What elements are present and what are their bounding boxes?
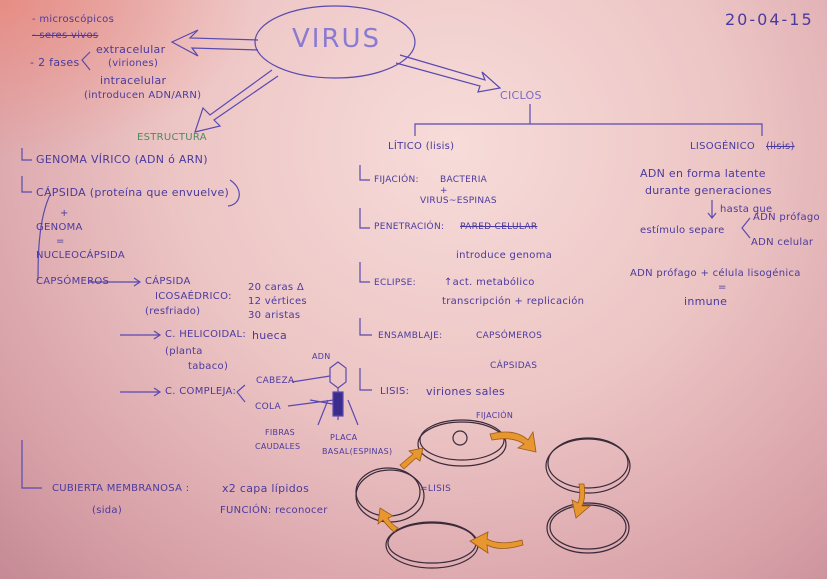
- envelope-label: CUBIERTA MEMBRANOSA :: [52, 483, 190, 494]
- cycles-title: CICLOS: [500, 89, 542, 102]
- phase-intracellular: intracelular: [100, 74, 167, 87]
- feature-item: - microscópicos: [32, 14, 115, 25]
- lytic-step-sub: +: [440, 186, 448, 196]
- equals-sign: =: [56, 236, 65, 247]
- lytic-connectors: [359, 165, 372, 391]
- structure-genome2: GENOMA: [36, 222, 83, 233]
- icosa-faces: 20 caras Δ: [248, 282, 304, 293]
- center-title: VIRUS: [292, 24, 382, 54]
- helical-note1: (planta: [165, 346, 203, 357]
- complex-fibers2: CAUDALES: [255, 442, 301, 451]
- envelope-connector: [21, 440, 42, 489]
- feature-item: - seres vivos: [32, 30, 99, 41]
- icosa-l1: CÁPSIDA: [145, 276, 191, 287]
- complex-head: CABEZA: [256, 376, 295, 386]
- phase-extracellular-note: (viriones): [108, 58, 159, 69]
- complex-plate2: BASAL(ESPINAS): [322, 447, 393, 456]
- lytic-step-label: FIJACIÓN:: [374, 175, 419, 185]
- envelope-value2: FUNCIÓN: reconocer: [220, 505, 328, 516]
- lysogenic-crossed: (lisis): [766, 141, 795, 152]
- lysogenic-equals: =: [718, 282, 727, 293]
- structure-capsid: CÁPSIDA (proteína que envuelve): [36, 186, 230, 199]
- lytic-step-text: CAPSÓMEROS: [476, 331, 543, 341]
- lytic-step-sub: introduce genoma: [456, 250, 553, 261]
- lysogenic-branch1: ADN prófago: [753, 212, 820, 223]
- lysogenic-branch2: ADN celular: [751, 237, 814, 248]
- lytic-step-text: PARED CELULAR: [460, 222, 538, 232]
- virus-ellipse: [254, 5, 416, 79]
- complex-dna: ADN: [312, 352, 331, 361]
- lytic-step-sub: CÁPSIDAS: [490, 361, 538, 371]
- lysogenic-until: hasta que: [720, 204, 773, 215]
- arrow-to-features: [170, 29, 259, 57]
- lysogenic-immune: inmune: [684, 295, 728, 308]
- lysogenic-result: ADN prófago + célula lisogénica: [630, 268, 801, 279]
- lytic-step-sub: transcripción + replicación: [442, 296, 585, 307]
- lighting-glare: [0, 0, 260, 160]
- phase-extracellular: extracelular: [96, 43, 166, 56]
- helical-value: hueca: [252, 329, 287, 342]
- lytic-step-text: ↑act. metabólico: [444, 277, 535, 288]
- feature-item: - 2 fases: [30, 56, 80, 69]
- cycle-cells: [355, 419, 631, 569]
- helical-note2: tabaco): [188, 361, 229, 372]
- cycle-lysis-label: =LISIS: [420, 484, 452, 494]
- icosa-vertices: 12 vértices: [248, 296, 307, 307]
- structure-capsomeres: CAPSÓMEROS: [36, 276, 110, 287]
- phage-drawing: [287, 361, 359, 426]
- envelope-value1: x2 capa lípidos: [222, 482, 310, 495]
- lytic-step-label: ENSAMBLAJE:: [378, 331, 443, 341]
- arrow-to-cycles: [395, 54, 502, 93]
- structure-genome: GENOMA VÍRICO (ADN ó ARN): [36, 153, 208, 166]
- structure-title: ESTRUCTURA: [137, 132, 207, 143]
- lysogenic-line1: ADN en forma latente: [640, 167, 766, 180]
- structure-nucleocapsid: NUCLEOCÁPSIDA: [36, 250, 125, 261]
- complex-tail: COLA: [255, 402, 281, 412]
- lytic-step-label: ECLIPSE:: [374, 278, 416, 288]
- lysogenic-stimulus: estímulo separe: [640, 225, 725, 236]
- complex-fibers1: FIBRAS: [265, 428, 296, 437]
- arrow-to-structure: [194, 69, 279, 133]
- cycle-arrows: [377, 430, 592, 554]
- lytic-step-label: LISIS:: [380, 386, 410, 397]
- lysogenic-title: LISOGÉNICO: [690, 141, 756, 152]
- lytic-step-sub: VIRUS~ESPINAS: [420, 196, 497, 206]
- lysogenic-arrow: [707, 200, 751, 239]
- structure-connectors: [21, 148, 240, 281]
- lytic-step-text: BACTERIA: [440, 175, 488, 185]
- icosa-edges: 30 aristas: [248, 310, 301, 321]
- icosa-l2: ICOSAÉDRICO:: [155, 291, 232, 302]
- lytic-title: LÍTICO (lisis): [388, 141, 455, 152]
- lytic-step-text: viriones sales: [426, 385, 506, 398]
- complex-label: C. COMPLEJA:: [165, 386, 237, 397]
- cycle-fixation-label: FIJACIÓN: [476, 411, 514, 420]
- phases-brace: [81, 51, 91, 71]
- lytic-step-label: PENETRACIÓN:: [374, 222, 445, 232]
- plus-sign: +: [60, 208, 69, 219]
- phase-intracellular-note: (introducen ADN/ARN): [84, 90, 202, 101]
- date: 20-04-15: [725, 10, 814, 29]
- complex-plate1: PLACA: [330, 433, 358, 442]
- capsomero-arrow: [88, 277, 142, 287]
- lysogenic-line2: durante generaciones: [645, 184, 772, 197]
- cycles-bracket: [414, 104, 763, 136]
- helical-label: C. HELICOIDAL:: [165, 329, 247, 340]
- envelope-note: (sida): [92, 505, 123, 516]
- icosa-l3: (resfriado): [145, 306, 201, 317]
